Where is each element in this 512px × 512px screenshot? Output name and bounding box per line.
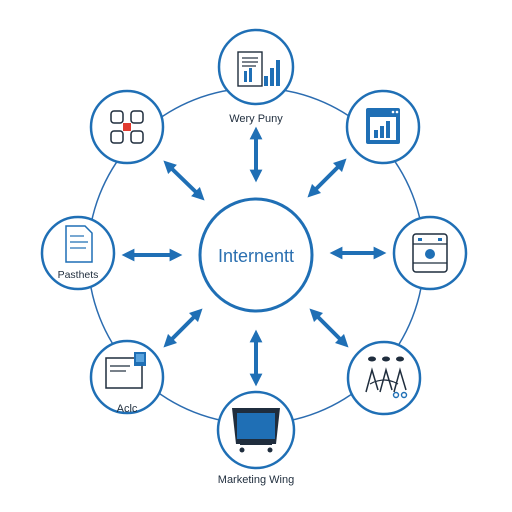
arrow-bottom-right (309, 308, 349, 348)
arrow-top-right (307, 158, 347, 198)
network-nodes-icon (110, 110, 144, 144)
shopping-cart-icon (232, 408, 280, 453)
cash-register-icon (412, 233, 448, 273)
center-circle (198, 197, 314, 313)
node-marketing[interactable]: Marketing Wing (216, 390, 296, 486)
monitor-icon (105, 352, 146, 389)
people-group-icon (365, 356, 408, 399)
center-label: Internentt (218, 246, 294, 266)
document-icon (65, 225, 93, 263)
center-hub[interactable]: Internentt (198, 197, 314, 313)
node-partners-label: Pasthets (58, 269, 99, 281)
node-network[interactable] (89, 89, 165, 165)
node-team[interactable] (346, 340, 422, 416)
node-partners[interactable]: Pasthets (40, 215, 116, 291)
arrow-bottom-left (163, 308, 203, 348)
node-marketing-label: Marketing Wing (218, 474, 294, 486)
node-dashboard[interactable] (345, 89, 421, 165)
report-chart-icon (237, 51, 280, 87)
node-acic[interactable]: Aclc (89, 339, 165, 415)
node-report[interactable]: Wery Puny (217, 28, 295, 125)
bar-dashboard-icon (366, 108, 400, 144)
node-report-label: Wery Puny (229, 113, 283, 125)
connector-arrows (121, 126, 387, 387)
node-finance[interactable] (392, 215, 468, 291)
arrow-top-left (163, 160, 205, 201)
node-acic-label: Aclc (117, 403, 138, 415)
